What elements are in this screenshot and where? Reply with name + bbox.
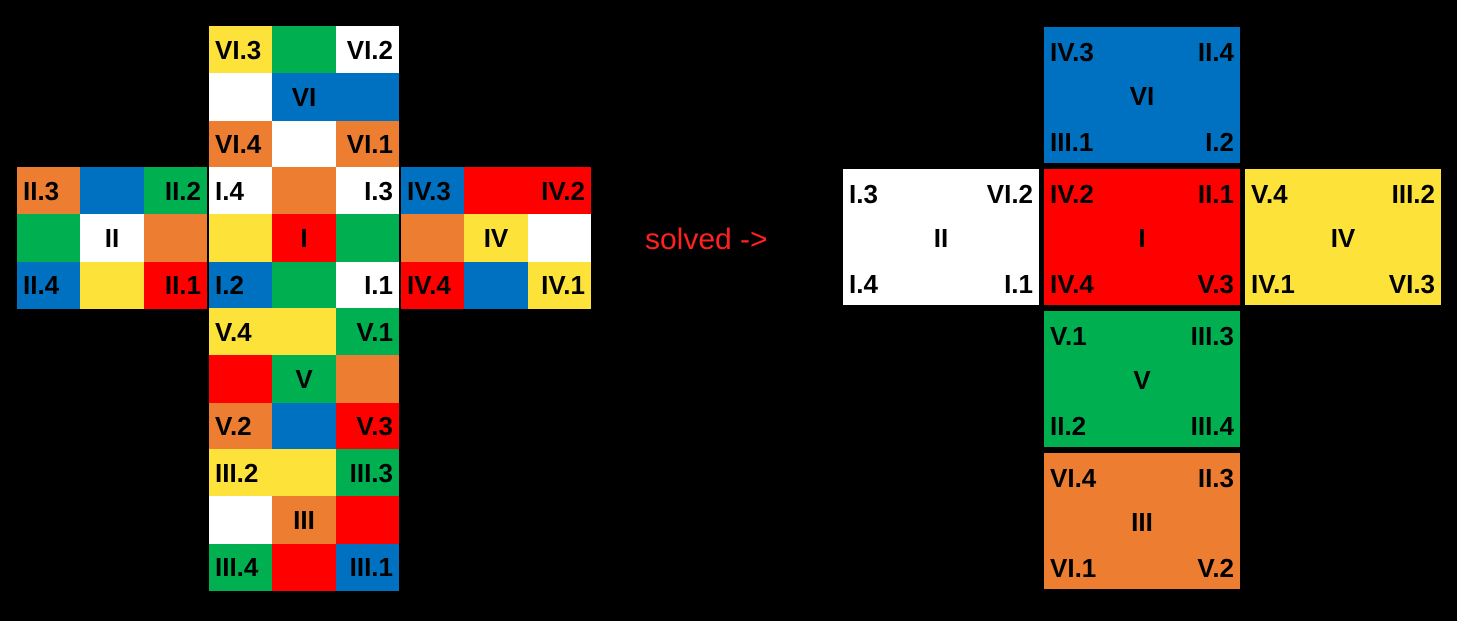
solved-label-II-center: II xyxy=(933,223,949,253)
solved-label-I-bl: IV.4 xyxy=(1050,269,1094,299)
sticker-I-5 xyxy=(335,214,399,262)
solved-label-VI-br: I.2 xyxy=(1205,127,1234,157)
sticker-I-3 xyxy=(209,214,273,262)
sticker-VI-3 xyxy=(209,73,273,121)
sticker-VI-7 xyxy=(272,120,336,168)
sticker-II-8: II.1 xyxy=(143,261,207,309)
sticker-III-0: III.2 xyxy=(209,449,273,497)
solved-label-II-tl: I.3 xyxy=(849,179,878,209)
sticker-II-1 xyxy=(80,167,144,215)
sticker-V-3 xyxy=(209,355,273,403)
sticker-III-3 xyxy=(209,496,273,544)
solved-label-VI-center: VI xyxy=(1129,81,1155,111)
solved-label-IV-tr: III.2 xyxy=(1391,179,1435,209)
sticker-IV-0: IV.3 xyxy=(401,167,465,215)
solved-label-V-tl: V.1 xyxy=(1050,321,1087,351)
sticker-IV-6: IV.4 xyxy=(401,261,465,309)
solved-label-III-tl: VI.4 xyxy=(1050,463,1097,493)
solved-label-II-br: I.1 xyxy=(1004,269,1033,299)
sticker-V-0: V.4 xyxy=(209,308,273,356)
sticker-VI-2: VI.2 xyxy=(335,26,399,74)
sticker-V-7 xyxy=(272,402,336,450)
sticker-IV-5 xyxy=(527,214,591,262)
solved-label-I-br: V.3 xyxy=(1197,269,1234,299)
sticker-II-6: II.4 xyxy=(17,261,81,309)
sticker-II-3 xyxy=(17,214,81,262)
sticker-VI-8: VI.1 xyxy=(335,120,399,168)
solved-label-IV-tl: V.4 xyxy=(1251,179,1288,209)
solved-label-II-tr: VI.2 xyxy=(986,179,1033,209)
sticker-III-5 xyxy=(335,496,399,544)
solved-label-VI-bl: III.1 xyxy=(1050,127,1094,157)
sticker-IV-4: IV xyxy=(464,214,528,262)
solved-label-V-br: III.4 xyxy=(1190,411,1234,441)
solved-label-IV-center: IV xyxy=(1330,223,1356,253)
sticker-II-0: II.3 xyxy=(17,167,81,215)
solved-label-I-tr: II.1 xyxy=(1197,179,1234,209)
sticker-IV-7 xyxy=(464,261,528,309)
sticker-I-8: I.1 xyxy=(335,261,399,309)
sticker-VI-0: VI.3 xyxy=(209,26,273,74)
sticker-VI-4: VI xyxy=(272,73,336,121)
sticker-IV-3 xyxy=(401,214,465,262)
sticker-II-2: II.2 xyxy=(143,167,207,215)
solved-label-I-tl: IV.2 xyxy=(1050,179,1094,209)
sticker-V-6: V.2 xyxy=(209,402,273,450)
solved-arrow-label: solved -> xyxy=(645,223,768,256)
sticker-II-4: II xyxy=(80,214,144,262)
solved-label-II-bl: I.4 xyxy=(849,269,878,299)
sticker-I-7 xyxy=(272,261,336,309)
sticker-III-7 xyxy=(272,543,336,591)
sticker-IV-8: IV.1 xyxy=(527,261,591,309)
sticker-IV-2: IV.2 xyxy=(527,167,591,215)
sticker-III-2: III.3 xyxy=(335,449,399,497)
solved-label-IV-bl: IV.1 xyxy=(1251,269,1295,299)
sticker-V-2: V.1 xyxy=(335,308,399,356)
solved-label-V-bl: II.2 xyxy=(1050,411,1087,441)
sticker-III-8: III.1 xyxy=(335,543,399,591)
sticker-V-5 xyxy=(335,355,399,403)
solved-label-V-tr: III.3 xyxy=(1190,321,1234,351)
sticker-VI-6: VI.4 xyxy=(209,120,273,168)
sticker-I-6: I.2 xyxy=(209,261,273,309)
sticker-II-7 xyxy=(80,261,144,309)
sticker-I-1 xyxy=(272,167,336,215)
sticker-III-4: III xyxy=(272,496,336,544)
solved-label-III-tr: II.3 xyxy=(1197,463,1234,493)
solved-label-III-center: III xyxy=(1131,507,1153,537)
solved-label-VI-tl: IV.3 xyxy=(1050,37,1094,67)
solved-label-I-center: I xyxy=(1138,223,1146,253)
sticker-III-6: III.4 xyxy=(209,543,273,591)
solved-label-V-center: V xyxy=(1133,365,1151,395)
solved-label-III-bl: VI.1 xyxy=(1050,553,1097,583)
sticker-I-0: I.4 xyxy=(209,167,273,215)
sticker-IV-1 xyxy=(464,167,528,215)
sticker-V-8: V.3 xyxy=(335,402,399,450)
solved-label-IV-br: VI.3 xyxy=(1388,269,1435,299)
sticker-I-4: I xyxy=(272,214,336,262)
solved-label-VI-tr: II.4 xyxy=(1197,37,1234,67)
sticker-VI-1 xyxy=(272,26,336,74)
sticker-V-4: V xyxy=(272,355,336,403)
sticker-III-1 xyxy=(272,449,336,497)
solved-label-III-br: V.2 xyxy=(1197,553,1234,583)
sticker-I-2: I.3 xyxy=(335,167,399,215)
sticker-V-1 xyxy=(272,308,336,356)
sticker-II-5 xyxy=(143,214,207,262)
sticker-VI-5 xyxy=(335,73,399,121)
